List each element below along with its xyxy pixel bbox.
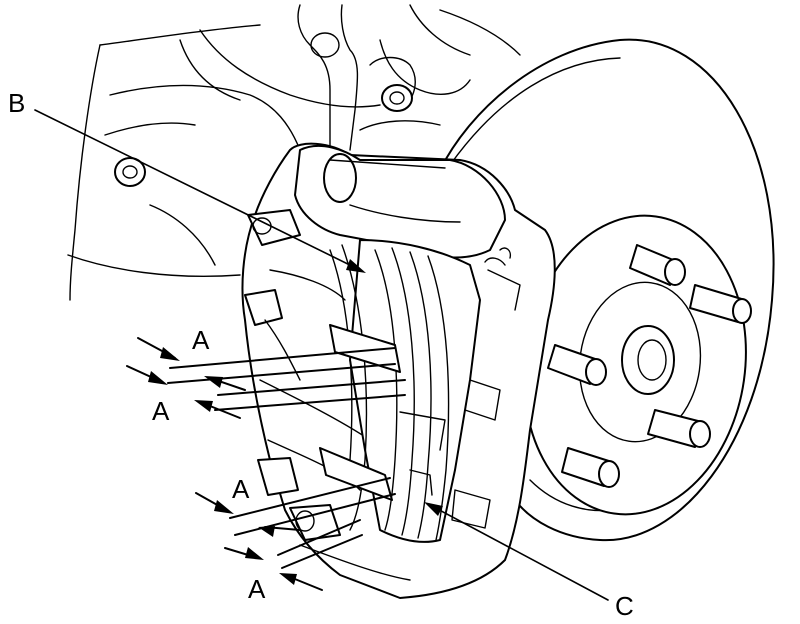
wheel-studs bbox=[547, 244, 752, 488]
knuckle-background bbox=[67, 4, 521, 301]
leader-lines bbox=[34, 109, 609, 601]
label-a-upper-2: A bbox=[152, 396, 170, 426]
label-a-lower-1: A bbox=[232, 474, 250, 504]
label-a-upper-1: A bbox=[192, 325, 210, 355]
arrows-a bbox=[126, 337, 406, 591]
label-a-lower-2: A bbox=[248, 574, 266, 604]
label-c: C bbox=[615, 591, 634, 621]
brake-pads bbox=[319, 239, 481, 543]
label-b: B bbox=[8, 88, 25, 118]
